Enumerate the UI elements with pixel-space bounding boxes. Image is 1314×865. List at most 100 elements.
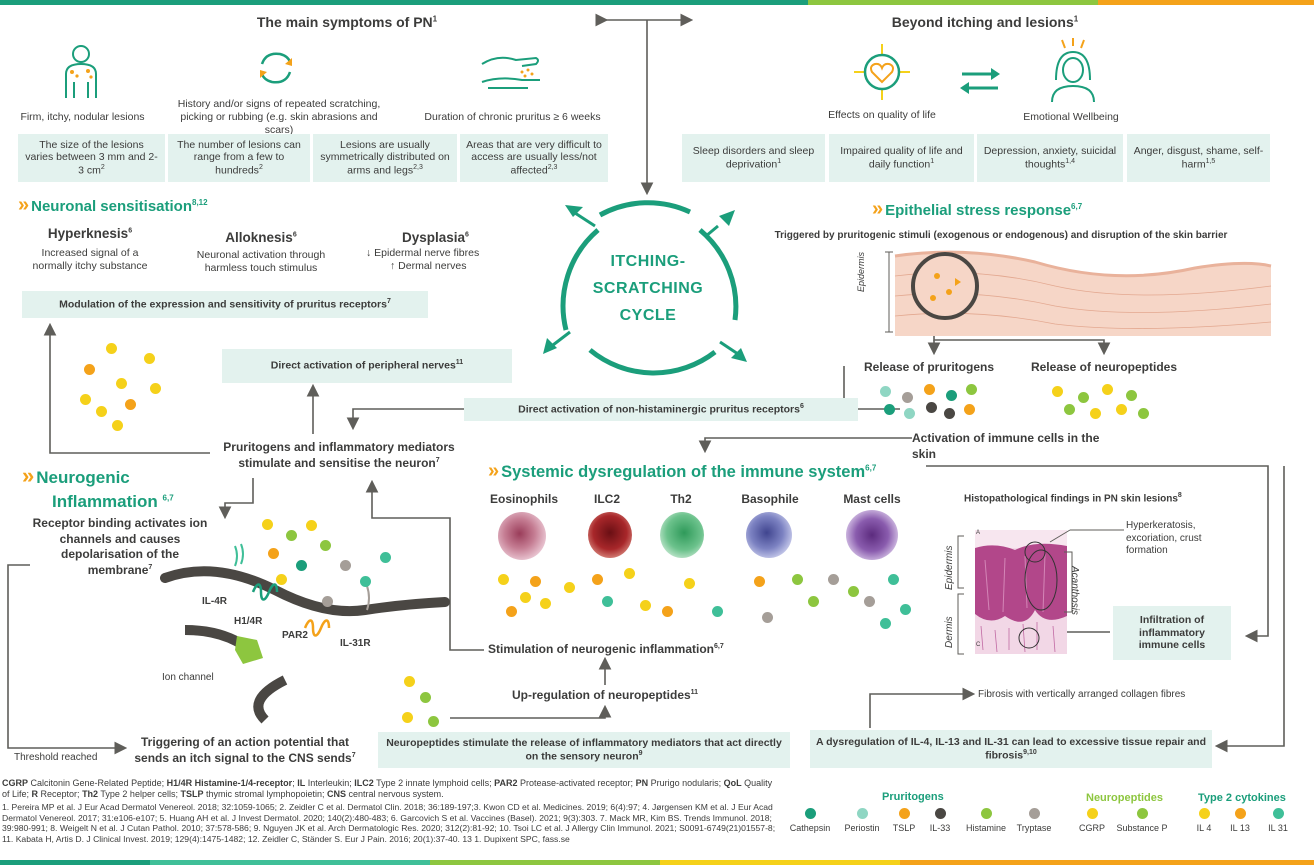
systemic-title: »Systemic dysregulation of the immune sy… [488,460,877,482]
dot [888,574,899,585]
dysplasia-block: Dysplasia6 ↓ Epidermal nerve fibres ↑ De… [366,230,480,273]
histo-title: Histopathological findings in PN skin le… [964,492,1182,505]
legend-item-histamine: Histamine [958,808,1014,833]
legend-dot [980,808,992,819]
dot [306,520,317,531]
hyperkeratosis-text: Hyperkeratosis, excoriation, crust forma… [1126,520,1202,556]
il31r-label: IL-31R [340,638,371,649]
direct-peripheral-box: Direct activation of peripheral nerves11 [222,349,512,383]
dot [404,676,415,687]
symptom-box-4: Areas that are very difficult to access … [460,134,608,182]
dot [402,712,413,723]
dot [1064,404,1075,415]
hyperknesis-block: Hyperknesis6 Increased signal of a norma… [32,226,148,273]
itching-cycle-label: ITCHING- SCRATCHING CYCLE [588,248,708,329]
beyond-box-1: Sleep disorders and sleep deprivation1 [682,134,825,182]
dot [964,404,975,415]
ion-channel-label: Ion channel [162,672,214,683]
dot [125,399,136,410]
infiltration-box: Infiltration of inflammatory immune cell… [1113,606,1231,660]
dot [320,540,331,551]
cell-label-th2: Th2 [670,492,692,506]
dot [520,592,531,603]
alloknesis-block: Alloknesis6 Neuronal activation through … [196,230,326,275]
dot [792,574,803,585]
legend-item-il4: IL 4 [1176,808,1232,833]
dot [96,406,107,417]
dot [286,530,297,541]
activation-immune: Activation of immune cells in the skin [912,431,1100,461]
scratching-hand-icon [481,56,540,89]
dot [276,574,287,585]
beyond-title: Beyond itching and lesions1 [891,14,1079,30]
beyond-box-2: Impaired quality of life and daily funct… [829,134,974,182]
histology-image [975,530,1067,654]
beyond-label-1: Effects on quality of life [828,109,936,121]
legend-dot [1136,808,1148,819]
dot [900,604,911,615]
dot [1126,390,1137,401]
top-strip-orange [1098,0,1314,5]
trigger-text: Triggering of an action potential that s… [134,735,356,765]
dot [150,383,161,394]
dot [116,378,127,389]
exchange-arrows-icon [960,68,1000,94]
cell-label-ilc2: ILC2 [593,492,620,506]
references: 1. Pereira MP et al. J Eur Acad Dermatol… [2,802,776,845]
chevron-icon: » [22,463,35,488]
dot [884,404,895,415]
legend-dot [1272,808,1284,819]
epithelial-title: »Epithelial stress response6,7 [872,198,1083,220]
release-neuropeptides: Release of neuropeptides [1030,360,1178,374]
stressed-woman-icon [1051,38,1095,103]
epithelial-trigger: Triggered by pruritogenic stimuli (exoge… [774,230,1228,241]
dot [592,574,603,585]
arrow-down-icon: ↓ [366,247,372,259]
dot [828,574,839,585]
dot [506,606,517,617]
dot [262,519,273,530]
legend-dot [934,808,946,819]
dot [112,420,123,431]
dot [1090,408,1101,419]
legend-dot [856,808,868,819]
dot [880,618,891,629]
stimulation-text: Stimulation of neurogenic inflammation6,… [488,642,724,656]
dot [602,596,613,607]
symptom-box-2: The number of lesions can range from a f… [168,134,310,182]
modulation-box: Modulation of the expression and sensiti… [22,291,428,318]
dot [1102,384,1113,395]
dot [924,384,935,395]
bottom-strip-teal [150,860,430,865]
basophile-cell [746,512,792,558]
legend-item-il33: IL-33 [912,808,968,833]
legend-item-tslp: TSLP [876,808,932,833]
legend-dot [898,808,910,819]
legend-item-cathepsin: Cathepsin [782,808,838,833]
legend-item-periostin: Periostin [834,808,890,833]
release-pruritogens: Release of pruritogens [863,360,995,374]
neurogenic-title: »Neurogenic Inflammation 6,7 [22,463,174,511]
legend-dot [804,808,816,819]
symptoms-title: The main symptoms of PN1 [256,14,438,30]
h14r-label: H1/4R [234,616,263,627]
skin-illustration [885,250,1272,336]
dot [902,392,913,403]
dot [880,386,891,397]
dot [640,600,651,611]
dot [946,390,957,401]
dot [808,596,819,607]
dot [80,394,91,405]
bottom-strip-green [0,860,150,865]
chevron-icon: » [488,460,499,482]
dot [684,578,695,589]
dot [540,598,551,609]
legend-dot [1234,808,1246,819]
dot [268,548,279,559]
dot [754,576,765,587]
ilc2-cell [588,512,632,558]
beyond-box-3: Depression, anxiety, suicidal thoughts1,… [977,134,1123,182]
bottom-strip-yellow [660,860,900,865]
cell-label-mast-cells: Mast cells [843,492,901,506]
